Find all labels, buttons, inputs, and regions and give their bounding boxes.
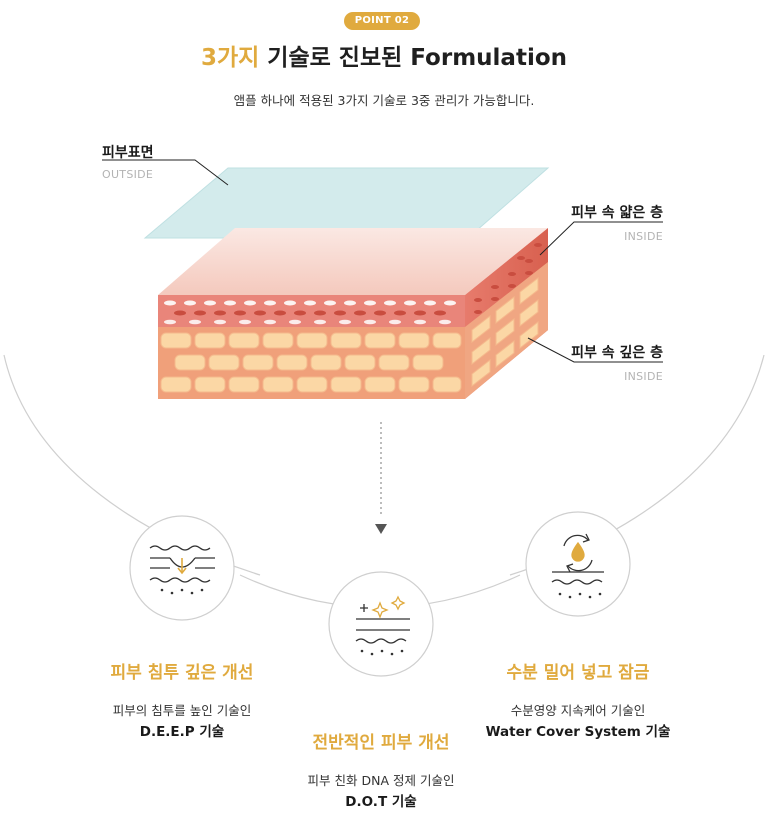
point-badge: POINT 02 <box>344 12 420 30</box>
cell-grid <box>160 332 462 393</box>
surface-film <box>143 167 550 239</box>
feature-2-name: D.O.T 기술 <box>345 794 417 810</box>
upper-layer-dark-dots <box>174 310 446 316</box>
absorption-icon <box>149 545 215 583</box>
feature-2-title: 전반적인 피부 개선 <box>312 733 450 753</box>
feature-2-desc: 피부 친화 DNA 정제 기술인 <box>307 773 455 788</box>
side-cells <box>471 276 539 388</box>
feature-circle-2 <box>328 571 434 677</box>
title-accent: 3가지 <box>200 45 260 71</box>
feature-1-desc: 피부의 침투를 높인 기술인 <box>112 703 252 718</box>
feature-1-name: D.E.E.P 기술 <box>139 724 225 740</box>
skin-upper-layer <box>158 295 465 327</box>
upper-layer-dots <box>164 300 456 306</box>
sparkle-dots <box>360 649 404 656</box>
upper-layer-dots-2 <box>164 319 451 325</box>
sparkle-icon <box>355 595 410 644</box>
layer-surface-title: 피부표면 <box>102 145 154 161</box>
feature-3-title: 수분 밀어 넣고 잠금 <box>506 663 650 683</box>
leader-inner-thin <box>539 221 663 256</box>
absorption-dots <box>160 588 204 595</box>
feature-1-title: 피부 침투 깊은 개선 <box>110 663 254 683</box>
layer-deep-sub: INSIDE <box>624 370 663 383</box>
layer-thin-sub: INSIDE <box>624 230 663 243</box>
skin-top-face <box>158 228 548 295</box>
feature-3-name: Water Cover System 기술 <box>485 724 671 740</box>
layer-thin-title: 피부 속 얇은 층 <box>571 205 663 221</box>
leader-surface <box>102 159 229 186</box>
side-red-dots <box>474 243 542 314</box>
feature-circle-3 <box>525 511 631 617</box>
layer-deep-title: 피부 속 깊은 층 <box>571 345 663 361</box>
arrow-head-icon <box>375 524 387 534</box>
page-title: 3가지 기술로 진보된 Formulation <box>0 38 768 72</box>
page-subtitle: 앰플 하나에 적용된 3가지 기술로 3중 관리가 가능합니다. <box>233 93 535 108</box>
feature-3-desc: 수분영양 지속케어 기술인 <box>510 703 646 718</box>
title-rest: 기술로 진보된 Formulation <box>259 45 568 71</box>
water-dots <box>558 592 602 599</box>
layer-surface-sub: OUTSIDE <box>102 168 154 181</box>
leader-inner-deep <box>527 337 663 363</box>
water-cycle-icon <box>551 533 604 585</box>
